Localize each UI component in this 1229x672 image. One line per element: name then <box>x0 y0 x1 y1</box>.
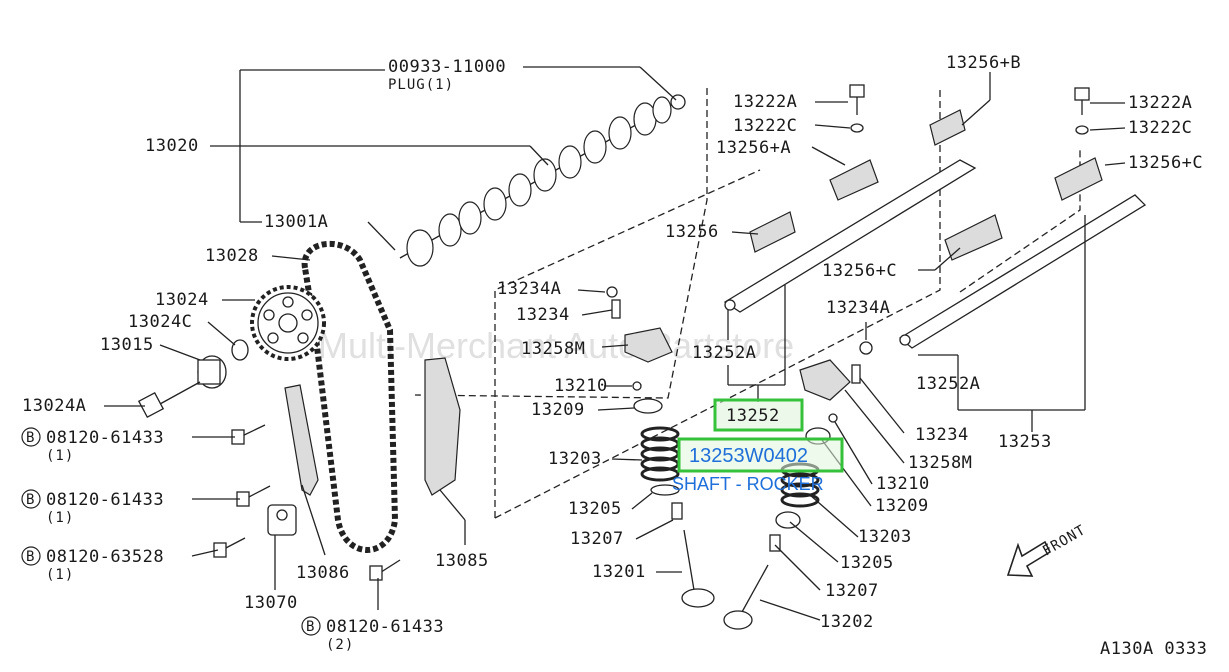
label-bolt1-qty: (1) <box>46 448 74 464</box>
label-plug-number[interactable]: 00933-11000 <box>388 57 506 77</box>
label-bolt-222a-left[interactable]: 13222A <box>733 92 797 112</box>
circle-b-icon <box>21 489 41 509</box>
label-screw-234-right[interactable]: 13234 <box>915 425 969 445</box>
label-shaft-252a-right[interactable]: 13252A <box>916 374 980 394</box>
label-circle-b: B <box>26 549 35 565</box>
label-washer-222c-left[interactable]: 13222C <box>733 116 797 136</box>
label-washer-222c-right[interactable]: 13222C <box>1128 118 1192 138</box>
label-circle-b: B <box>26 492 35 508</box>
guide-bolts-part <box>213 424 401 581</box>
label-bolt-a[interactable]: 13024A <box>22 396 86 416</box>
callout-labels: 00933-11000 PLUG(1) 13020 13001A 13028 1… <box>21 53 1203 653</box>
rocker-shaft-right-part <box>898 194 1147 349</box>
label-guide[interactable]: 13086 <box>296 563 350 583</box>
label-bracket-256c-right[interactable]: 13256+C <box>1128 153 1203 173</box>
label-sprocket[interactable]: 13024 <box>155 290 209 310</box>
label-bracket-256a[interactable]: 13256+A <box>716 138 791 158</box>
label-shaft-252[interactable]: 13252 <box>726 406 780 426</box>
slack-guide-part <box>424 357 461 496</box>
label-cotter-207-left[interactable]: 13207 <box>570 529 624 549</box>
circle-b-icon <box>301 616 321 636</box>
label-chain[interactable]: 13028 <box>205 246 259 266</box>
leader-lines <box>104 66 1126 621</box>
label-seat-209-left[interactable]: 13209 <box>531 400 585 420</box>
highlight-13252[interactable]: 13252 <box>713 398 804 432</box>
label-spring-203-right[interactable]: 13203 <box>858 527 912 547</box>
front-label: FRONT <box>1040 522 1089 559</box>
label-bracket-256b[interactable]: 13256+B <box>946 53 1021 73</box>
label-assy-253[interactable]: 13253 <box>998 432 1052 452</box>
label-bolt-222a-right[interactable]: 13222A <box>1128 93 1192 113</box>
label-camshaft[interactable]: 13020 <box>145 136 199 156</box>
camshaft-part <box>399 94 686 267</box>
label-spring-203-left[interactable]: 13203 <box>548 449 602 469</box>
rocker-arm-left-part <box>606 286 673 363</box>
label-circle-b: B <box>306 619 315 635</box>
label-valve-202[interactable]: 13202 <box>820 612 874 632</box>
label-nut-234a-left[interactable]: 13234A <box>497 279 561 299</box>
label-nut-234a-right[interactable]: 13234A <box>826 298 890 318</box>
bracket-bolts-part <box>849 84 1090 135</box>
label-bracket-256[interactable]: 13256 <box>665 222 719 242</box>
label-bolt4-qty: (2) <box>326 637 354 653</box>
sprocket-bolt-part <box>137 381 201 419</box>
label-cotter-207-right[interactable]: 13207 <box>825 581 879 601</box>
timing-chain-part <box>301 240 399 553</box>
label-seal-205-right[interactable]: 13205 <box>840 553 894 573</box>
label-bolt1[interactable]: 08120-61433 <box>46 428 164 448</box>
label-washer[interactable]: 13015 <box>100 335 154 355</box>
highlight-box[interactable] <box>713 398 804 432</box>
selected-part-name: SHAFT - ROCKER <box>672 474 824 494</box>
chain-guide-part <box>284 384 319 496</box>
front-arrow-icon: FRONT <box>1006 522 1089 577</box>
watermark-text: Multi-Merchant Auto Partstore <box>318 325 794 366</box>
label-tensioner[interactable]: 13070 <box>244 593 298 613</box>
selected-part-box[interactable] <box>677 437 844 473</box>
highlight-selected-part[interactable]: 13253W0402 SHAFT - ROCKER <box>672 437 844 494</box>
label-seat-209-right[interactable]: 13209 <box>875 496 929 516</box>
label-slack-guide[interactable]: 13085 <box>435 551 489 571</box>
cam-sprocket-part <box>250 285 326 361</box>
label-bolt2-qty: (1) <box>46 510 74 526</box>
circle-b-icon <box>21 427 41 447</box>
label-bolt3-qty: (1) <box>46 567 74 583</box>
selected-part-number[interactable]: 13253W0402 <box>689 445 808 467</box>
label-lock-210-left[interactable]: 13210 <box>554 376 608 396</box>
chain-tensioner-part <box>267 504 297 536</box>
label-screw-234-left[interactable]: 13234 <box>516 305 570 325</box>
circle-b-icon <box>21 546 41 566</box>
label-bracket-256c-mid[interactable]: 13256+C <box>822 261 897 281</box>
label-rocker-258m-left[interactable]: 13258M <box>521 339 585 359</box>
label-dowel[interactable]: 13001A <box>264 212 328 232</box>
label-bolt4[interactable]: 08120-61433 <box>326 617 444 637</box>
label-shaft-252a-left[interactable]: 13252A <box>692 343 756 363</box>
label-valve-201[interactable]: 13201 <box>592 562 646 582</box>
label-bolt3[interactable]: 08120-63528 <box>46 547 164 567</box>
rocker-shaft-left-part <box>723 159 977 313</box>
label-plug-name: PLUG(1) <box>388 77 454 93</box>
diagram-code: A130A 0333 <box>1100 639 1207 659</box>
label-bolt2[interactable]: 08120-61433 <box>46 490 164 510</box>
label-seal-205-left[interactable]: 13205 <box>568 499 622 519</box>
label-lock-210-right[interactable]: 13210 <box>876 474 930 494</box>
label-circle-b: B <box>26 430 35 446</box>
sprocket-washer-part <box>197 339 249 389</box>
label-rocker-258m-right[interactable]: 13258M <box>908 453 972 473</box>
label-washer-c[interactable]: 13024C <box>128 312 192 332</box>
rocker-arm-right-part <box>799 341 873 401</box>
